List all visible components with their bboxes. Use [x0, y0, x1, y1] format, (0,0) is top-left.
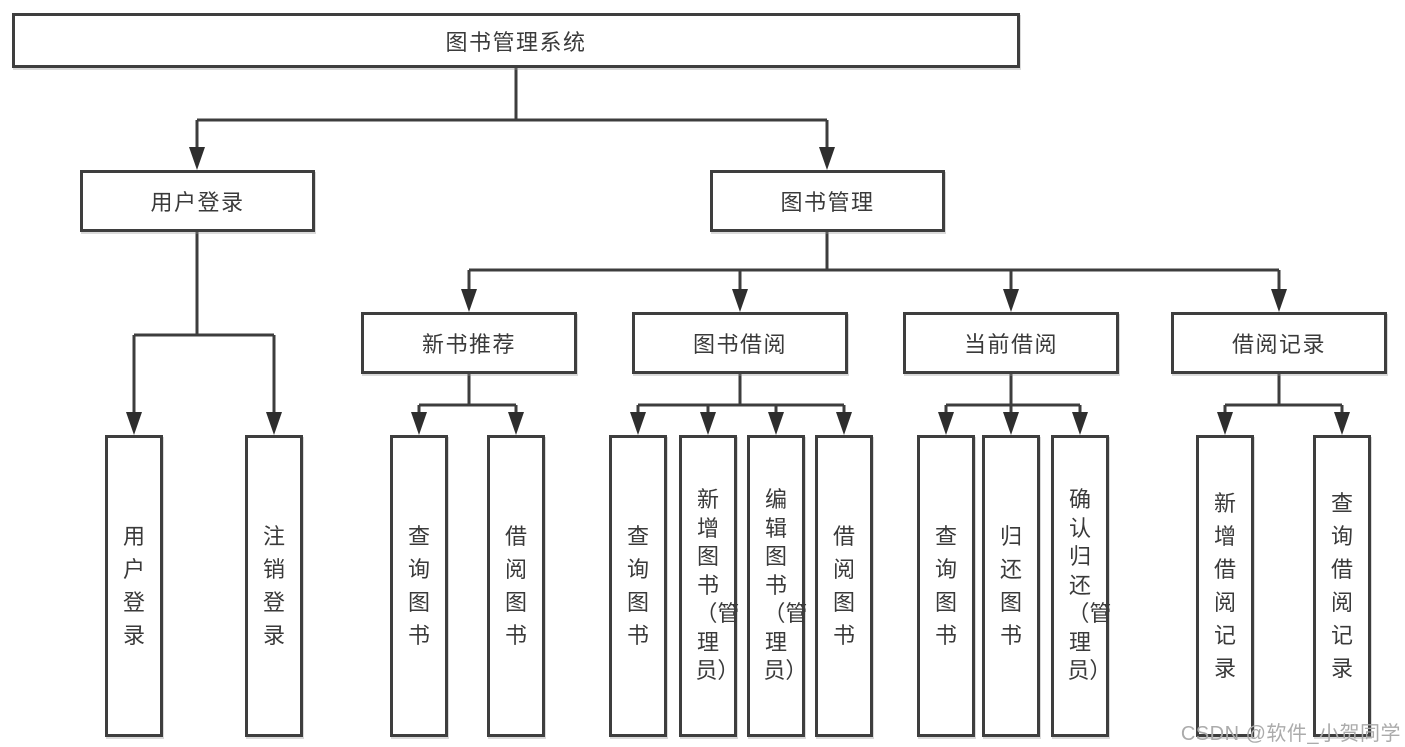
- node-book-borrowing: 图书借阅: [632, 312, 848, 374]
- arrow-down-icon: [938, 412, 954, 435]
- arrow-down-icon: [266, 412, 282, 435]
- leaf-return-books: 归还图书: [982, 435, 1040, 737]
- node-label: 借阅记录: [1231, 332, 1326, 357]
- leaf-confirm-return-admin: 确认归还（管理员）: [1051, 435, 1112, 737]
- connector-root-to-level2: [195, 68, 829, 150]
- node-current-borrowing: 当前借阅: [903, 312, 1119, 374]
- node-book-management: 图书管理: [710, 170, 945, 232]
- arrow-down-icon: [1072, 412, 1088, 435]
- leaf-label: 查询图书: [407, 524, 430, 648]
- leaf-borrow-books: 借阅图书: [487, 435, 545, 737]
- leaf-label: 新增借阅记录: [1213, 491, 1236, 681]
- arrow-down-icon: [189, 147, 205, 170]
- node-library-management-system: 图书管理系统: [12, 13, 1020, 68]
- leaf-label: 注销登录: [262, 524, 285, 648]
- arrow-down-icon: [411, 412, 427, 435]
- node-user-login: 用户登录: [80, 170, 315, 232]
- arrow-down-icon: [630, 412, 646, 435]
- connector-current-to-leaves: [944, 374, 1082, 416]
- leaf-add-borrow-record: 新增借阅记录: [1196, 435, 1254, 737]
- leaf-search-books: 查询图书: [917, 435, 975, 737]
- arrow-down-icon: [732, 289, 748, 312]
- connector-borrow-to-leaves: [636, 374, 846, 416]
- leaf-search-books: 查询图书: [609, 435, 667, 737]
- leaf-label: 借阅图书: [504, 524, 527, 648]
- node-label: 图书管理: [780, 190, 875, 215]
- arrow-down-icon: [819, 147, 835, 170]
- leaf-edit-books-admin: 编辑图书（管理员）: [747, 435, 808, 737]
- node-borrowing-records: 借阅记录: [1171, 312, 1387, 374]
- node-label: 图书借阅: [692, 332, 787, 357]
- arrow-down-icon: [1003, 289, 1019, 312]
- arrow-down-icon: [1271, 289, 1287, 312]
- leaf-label: 借阅图书: [832, 524, 855, 648]
- arrowheads: [126, 147, 1350, 435]
- arrow-down-icon: [836, 412, 852, 435]
- leaf-label: 归还图书: [999, 524, 1022, 648]
- node-label: 用户登录: [150, 190, 245, 215]
- leaf-logout: 注销登录: [245, 435, 303, 737]
- leaf-label: 查询图书: [626, 524, 649, 648]
- csdn-watermark: CSDN @软件_小贺同学: [1180, 723, 1401, 745]
- leaf-label: 用户登录: [122, 524, 145, 648]
- leaf-borrow-books: 借阅图书: [815, 435, 873, 737]
- leaf-label: 编辑图书（管理员）: [763, 486, 808, 684]
- connector-newbook-to-leaves: [417, 374, 518, 416]
- arrow-down-icon: [126, 412, 142, 435]
- connector-userlogin-to-leaves: [132, 232, 276, 416]
- leaf-label: 新增图书（管理员）: [695, 486, 740, 684]
- node-label: 当前借阅: [963, 332, 1058, 357]
- connector-records-to-leaves: [1223, 374, 1344, 416]
- leaf-label: 查询图书: [934, 524, 957, 648]
- leaf-search-books: 查询图书: [390, 435, 448, 737]
- arrow-down-icon: [508, 412, 524, 435]
- node-label: 图书管理系统: [445, 29, 587, 55]
- leaf-label: 确认归还（管理员）: [1067, 486, 1112, 684]
- node-label: 新书推荐: [421, 332, 516, 357]
- arrow-down-icon: [1217, 412, 1233, 435]
- arrow-down-icon: [700, 412, 716, 435]
- arrow-down-icon: [1003, 412, 1019, 435]
- arrow-down-icon: [1334, 412, 1350, 435]
- connector-bookmgmt-to-level3: [467, 232, 1281, 293]
- leaf-search-borrow-record: 查询借阅记录: [1313, 435, 1371, 737]
- arrow-down-icon: [461, 289, 477, 312]
- leaf-user-login: 用户登录: [105, 435, 163, 737]
- leaf-add-books-admin: 新增图书（管理员）: [679, 435, 740, 737]
- node-new-book-recommendation: 新书推荐: [361, 312, 577, 374]
- leaf-label: 查询借阅记录: [1330, 491, 1353, 681]
- arrow-down-icon: [768, 412, 784, 435]
